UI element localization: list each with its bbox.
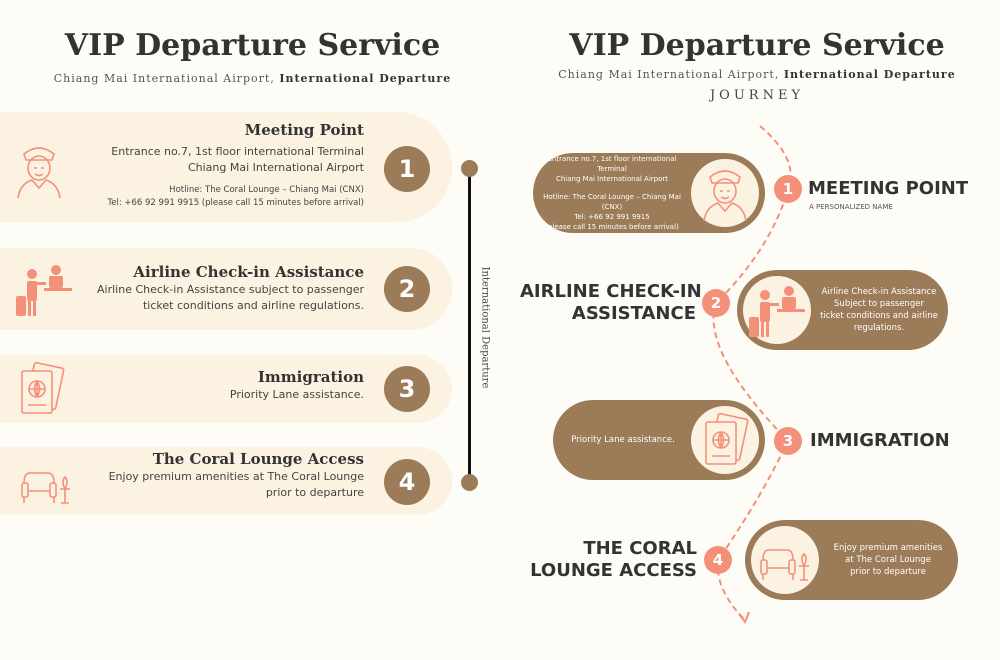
icon-circle (751, 526, 819, 594)
step-title: Immigration (257, 368, 364, 386)
step-card-meeting-point: Meeting Point Entrance no.7, 1st floor i… (0, 112, 452, 222)
step-title: Airline Check-in Assistance (133, 263, 364, 281)
lounge-chair-icon (760, 549, 810, 581)
timeline-dot-start (461, 160, 478, 177)
step-title: Meeting Point (244, 121, 364, 139)
step-line: Entrance no.7, 1st floor international T… (111, 145, 364, 158)
journey-step-sublabel: A PERSONALIZED NAME (809, 203, 893, 211)
subtitle-plain: Chiang Mai International Airport, (558, 68, 784, 81)
step-line: Chiang Mai International Airport (187, 161, 364, 174)
step-line: ticket conditions and airline regulation… (142, 299, 364, 312)
journey-step-number: 1 (774, 175, 802, 203)
step-number: 4 (384, 459, 430, 505)
journey-card-immigration: Priority Lane assistance. (553, 400, 765, 480)
hotline: Hotline: The Coral Lounge – Chiang Mai (… (107, 185, 364, 208)
journey-step-number: 4 (704, 546, 732, 574)
left-title: VIP Departure Service (64, 28, 441, 63)
timeline-line (468, 168, 471, 482)
passport-icon (705, 412, 749, 465)
step-number: 1 (384, 146, 430, 192)
timeline-dot-end (461, 474, 478, 491)
subtitle-bold: International Departure (279, 72, 452, 85)
subtitle-bold: International Departure (783, 68, 956, 81)
step-card-checkin: Airline Check-in Assistance Airline Chec… (0, 248, 452, 330)
journey-step-number: 2 (702, 289, 730, 317)
step-line: prior to departure (265, 486, 364, 499)
journey-step-label: MEETING POINT (808, 178, 969, 199)
step-number: 3 (384, 366, 430, 412)
icon-circle (743, 276, 811, 344)
icon-circle (691, 406, 759, 474)
subtitle-plain: Chiang Mai International Airport, (53, 72, 280, 85)
journey-card-meeting-point: Entrance no.7, 1st floor international T… (533, 153, 765, 233)
step-line: Priority Lane assistance. (229, 388, 364, 401)
step-line: Enjoy premium amenities at The Coral Lou… (108, 470, 364, 483)
icon-circle (691, 159, 759, 227)
left-subtitle: Chiang Mai International Airport, Intern… (0, 72, 505, 85)
step-card-immigration: Immigration Priority Lane assistance. 3 (0, 355, 452, 423)
right-subtitle: Chiang Mai International Airport, Intern… (507, 68, 1000, 81)
step-card-lounge: The Coral Lounge Access Enjoy premium am… (0, 447, 452, 515)
step-line: Airline Check-in Assistance subject to p… (97, 283, 364, 296)
journey-step-number: 3 (774, 427, 802, 455)
right-title: VIP Departure Service (569, 28, 945, 63)
journey-label: JOURNEY (709, 88, 805, 103)
step-title: The Coral Lounge Access (152, 450, 364, 468)
step-number: 2 (384, 266, 430, 312)
checkin-counter-icon (749, 286, 805, 337)
journey-step-label: IMMIGRATION (810, 430, 950, 451)
flight-attendant-icon (703, 170, 747, 222)
